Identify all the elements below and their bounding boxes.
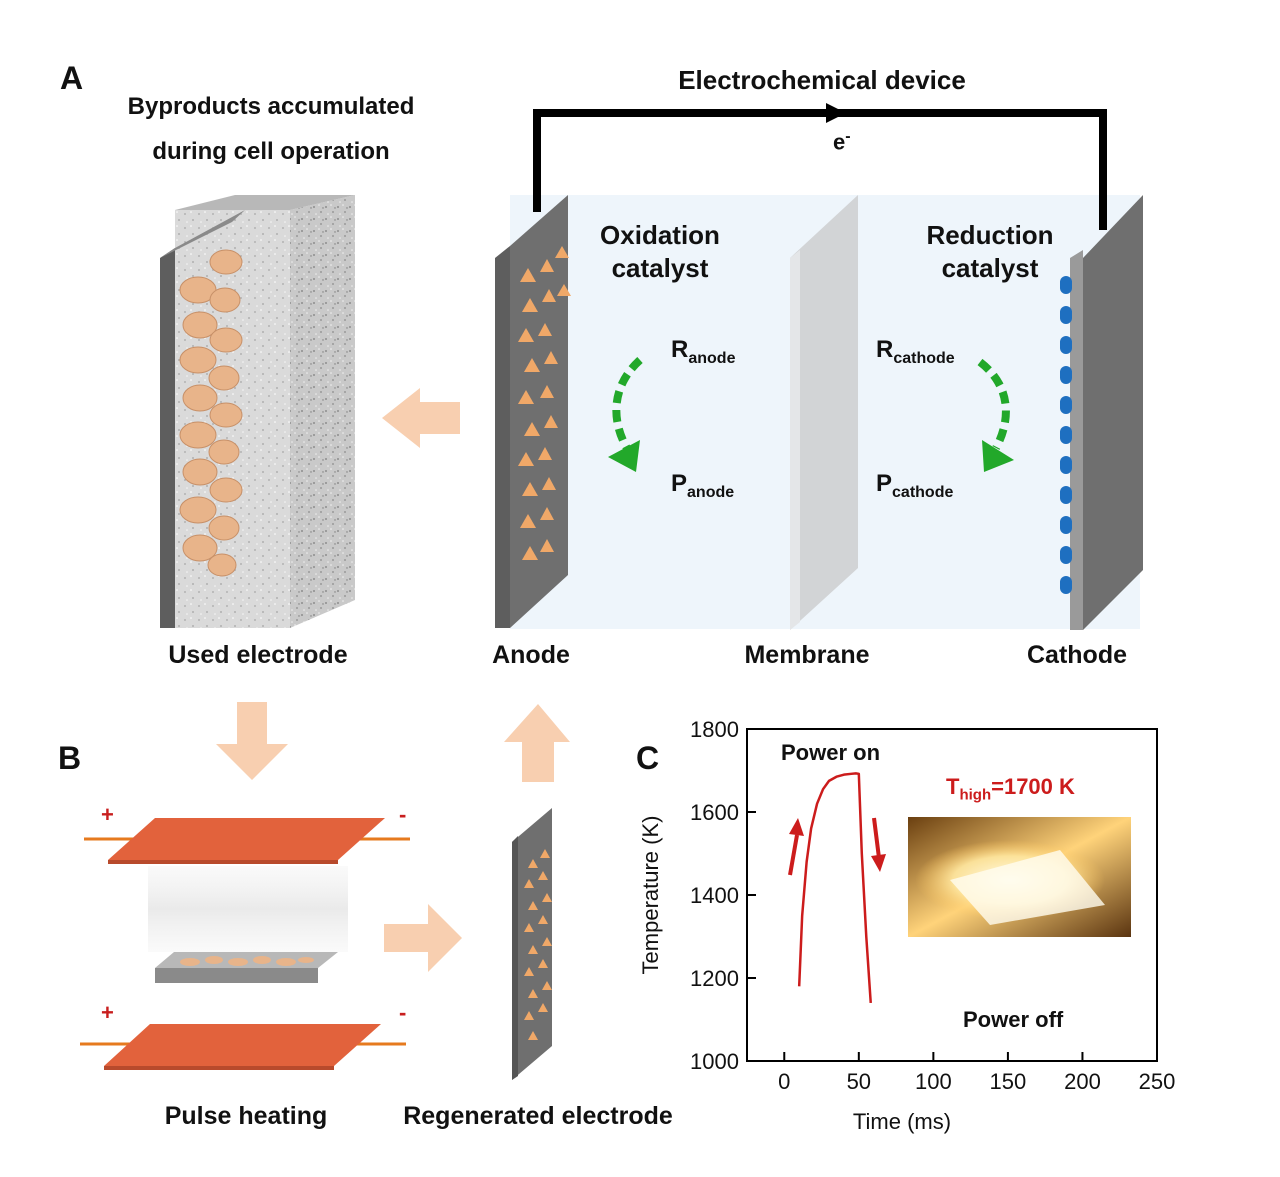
temperature-curve <box>797 772 872 1003</box>
power-on-annotation: Power on <box>781 740 881 765</box>
x-tick-label: 50 <box>847 1069 871 1094</box>
arrow-to-used-electrode <box>382 388 460 448</box>
external-circuit-wire <box>533 109 1107 230</box>
r-anode-label: Ranode <box>671 336 736 367</box>
reduction-catalyst-line1: Reduction <box>926 220 1054 250</box>
y-tick-label: 1000 <box>690 1049 739 1074</box>
electron-flow-arrow <box>826 103 846 123</box>
reduction-catalyst-line2: catalyst <box>941 253 1039 283</box>
bottom-plus-terminal: + <box>101 1000 114 1025</box>
membrane-label: Membrane <box>744 641 870 669</box>
device-title: Electrochemical device <box>678 65 966 95</box>
x-tick-label: 0 <box>778 1069 790 1094</box>
arrow-up-to-anode <box>504 704 570 782</box>
anode-catalyst-particles <box>518 246 571 560</box>
pulse-heating-label: Pulse heating <box>164 1102 328 1130</box>
top-heater-plate <box>84 818 410 864</box>
panel-label-c: C <box>636 740 660 776</box>
top-minus-terminal: - <box>399 802 407 827</box>
bottom-minus-terminal: - <box>399 1000 407 1025</box>
r-cathode-label: Rcathode <box>876 336 955 367</box>
arrow-to-regenerated-electrode <box>384 904 462 972</box>
y-tick-label: 1200 <box>690 966 739 991</box>
x-tick-label: 100 <box>915 1069 952 1094</box>
heating-direction-arrow <box>788 834 799 876</box>
byproducts-caption-line1: Byproducts accumulated <box>127 93 415 120</box>
cathode-reaction-arrow <box>977 358 1014 472</box>
x-tick-label: 200 <box>1064 1069 1101 1094</box>
oxidation-catalyst-line2: catalyst <box>611 253 709 283</box>
electrochemical-cell <box>495 195 1143 630</box>
used-electrode-label: Used electrode <box>168 641 348 669</box>
t-high-annotation: Thigh=1700 K <box>946 774 1075 804</box>
heated-electrode-sample <box>155 952 338 983</box>
top-plus-terminal: + <box>101 802 114 827</box>
thermal-glow-photo <box>908 817 1131 937</box>
bottom-heater-plate <box>80 1024 406 1070</box>
panel-label-b: B <box>58 740 82 776</box>
vapor-haze <box>148 866 348 952</box>
anode-label: Anode <box>492 641 570 669</box>
p-anode-label: Panode <box>671 470 735 501</box>
cooling-direction-arrow <box>872 817 881 859</box>
cathode-label: Cathode <box>1027 641 1127 669</box>
regenerated-electrode <box>512 808 552 1080</box>
y-axis-title: Temperature (K) <box>638 816 663 975</box>
heating-direction-arrowhead <box>789 818 804 836</box>
p-cathode-label: Pcathode <box>876 470 954 501</box>
accumulated-byproducts <box>179 249 243 577</box>
byproducts-caption-line2: during cell operation <box>152 138 390 165</box>
x-tick-label: 150 <box>990 1069 1027 1094</box>
oxidation-catalyst-line1: Oxidation <box>600 220 720 250</box>
y-tick-label: 1800 <box>690 717 739 742</box>
electron-label: e- <box>833 128 851 155</box>
y-tick-label: 1400 <box>690 883 739 908</box>
anode-reaction-arrow <box>608 357 643 472</box>
used-electrode-block <box>160 195 355 628</box>
cooling-direction-arrowhead <box>871 854 886 872</box>
arrow-down-to-pulse-heating <box>216 702 288 780</box>
power-off-annotation: Power off <box>963 1007 1064 1032</box>
temperature-chart: 0 50 100 150 200 250 1000 1200 1400 1600 1800Time … <box>638 717 1175 1134</box>
cathode-catalyst-particles <box>1060 276 1072 594</box>
x-tick-label: 250 <box>1139 1069 1176 1094</box>
x-axis-title: Time (ms) <box>853 1109 951 1134</box>
panel-label-a: A <box>60 60 84 96</box>
regenerated-electrode-label: Regenerated electrode <box>403 1102 673 1130</box>
y-tick-label: 1600 <box>690 800 739 825</box>
